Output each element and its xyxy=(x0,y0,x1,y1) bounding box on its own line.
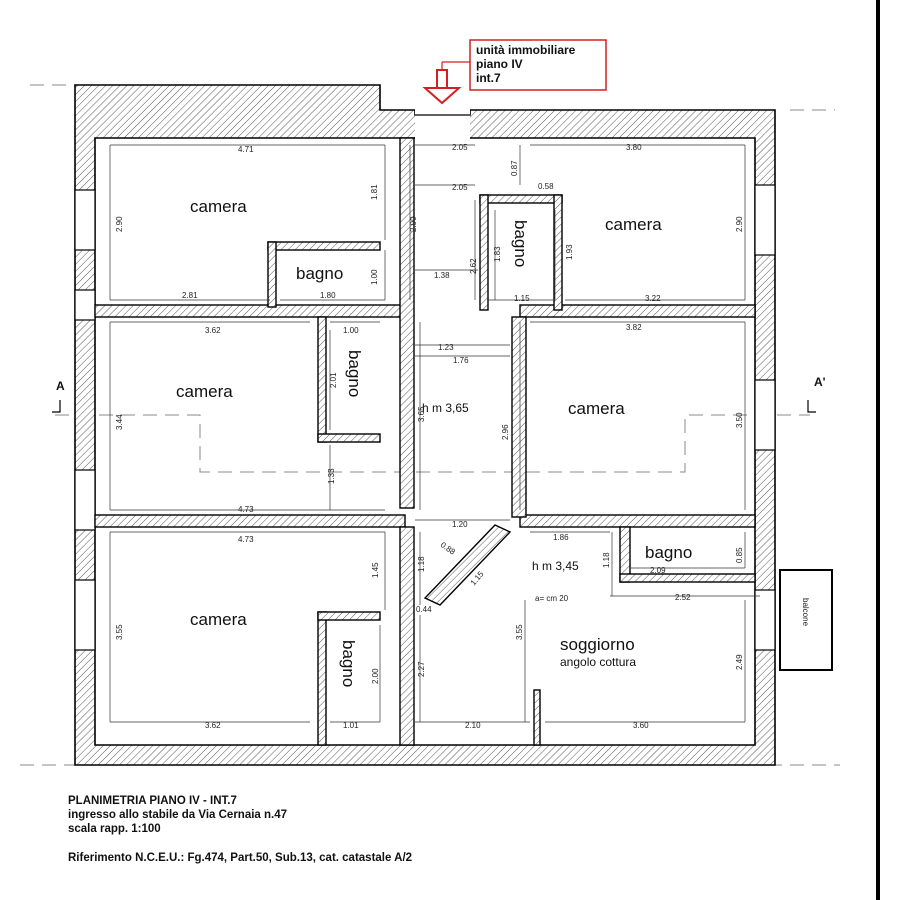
caption-title: PLANIMETRIA PIANO IV - INT.7 xyxy=(68,795,237,807)
room-bagno-bottom-right: bagno xyxy=(645,543,692,562)
dim-label: 2.81 xyxy=(182,291,198,300)
dim-label: 3.62 xyxy=(205,721,221,730)
dim-label: 2.27 xyxy=(417,661,426,677)
room-bagno-top-center: bagno xyxy=(511,220,530,267)
room-soggiorno: soggiorno xyxy=(560,635,635,654)
room-labels: camera camera camera camera camera bagno… xyxy=(176,197,692,687)
caption-scale: scala rapp. 1:100 xyxy=(68,823,161,835)
dim-label: 1.38 xyxy=(434,271,450,280)
unit-label-box: unità immobiliare piano IV int.7 xyxy=(441,39,607,91)
dim-label: 1.81 xyxy=(370,184,379,200)
dim-label: 1.15 xyxy=(514,294,530,303)
dim-label: 3.55 xyxy=(115,624,124,640)
dim-label: 3.82 xyxy=(626,323,642,332)
dim-label: 0.85 xyxy=(735,547,744,563)
dimension-lines xyxy=(109,144,760,723)
dim-label: 2.09 xyxy=(650,566,666,575)
dim-label: 1.18 xyxy=(602,552,611,568)
dim-label: 1.00 xyxy=(343,326,359,335)
window-openings xyxy=(74,184,776,651)
room-bagno-bottom-left: bagno xyxy=(339,640,358,687)
dim-label: 2.52 xyxy=(675,593,691,602)
dim-label: 2.00 xyxy=(371,668,380,684)
unit-label-line3: int.7 xyxy=(476,71,501,85)
room-camera-middle-right: camera xyxy=(568,399,625,418)
room-camera-bottom-left: camera xyxy=(190,610,247,629)
caption-entrance: ingresso allo stabile da Via Cernaia n.4… xyxy=(68,809,288,821)
dim-label: 2.62 xyxy=(469,258,478,274)
dim-label: 1.45 xyxy=(371,562,380,578)
dim-label: 3.80 xyxy=(626,143,642,152)
dim-label: 0.44 xyxy=(416,605,432,614)
dim-label: 4.71 xyxy=(238,145,254,154)
room-bagno-middle-left: bagno xyxy=(345,350,364,397)
room-bagno-top: bagno xyxy=(296,264,343,283)
dim-label: 2.49 xyxy=(735,654,744,670)
section-marker-left: A xyxy=(56,379,65,393)
dim-label: 3.50 xyxy=(735,412,744,428)
dim-label: 1.23 xyxy=(438,343,454,352)
dim-label: 1.86 xyxy=(553,533,569,542)
dim-label: 1.18 xyxy=(417,556,426,572)
dim-label: 3.60 xyxy=(633,721,649,730)
entrance-arrow-icon xyxy=(422,69,462,105)
dim-label: 1.93 xyxy=(565,244,574,260)
dim-label: 3.44 xyxy=(115,414,124,430)
room-camera-top-right: camera xyxy=(605,215,662,234)
balcony-outline xyxy=(779,569,833,671)
dim-label: 1.83 xyxy=(493,246,502,262)
section-marker-right: A' xyxy=(814,375,826,389)
room-camera-middle-left: camera xyxy=(176,382,233,401)
dim-label: 0.58 xyxy=(538,182,554,191)
height-living: h m 3,45 xyxy=(532,559,579,573)
dim-label: 2.10 xyxy=(465,721,481,730)
dim-label: 1.76 xyxy=(453,356,469,365)
balcony-label: balcone xyxy=(801,598,810,627)
dim-label: 1.33 xyxy=(327,468,336,484)
site-lines xyxy=(20,84,840,766)
dim-label: 2.96 xyxy=(501,424,510,440)
dim-label: 3.55 xyxy=(515,624,524,640)
dim-label: 1.00 xyxy=(370,269,379,285)
dim-label: 2.90 xyxy=(409,216,418,232)
dim-label: 4.73 xyxy=(238,505,254,514)
dim-label: 3.22 xyxy=(645,294,661,303)
unit-label-line2: piano IV xyxy=(476,57,523,71)
dim-label: 2.90 xyxy=(115,216,124,232)
height-corridor: h m 3,65 xyxy=(422,401,469,415)
dim-label: 4.73 xyxy=(238,535,254,544)
dim-label: 2.05 xyxy=(452,183,468,192)
dim-label: 3.65 xyxy=(417,406,426,422)
room-angolo-cottura: angolo cottura xyxy=(560,655,636,669)
dim-label: 0.88 xyxy=(439,540,457,557)
entrance-door xyxy=(415,108,470,140)
room-camera-top-left: camera xyxy=(190,197,247,216)
dim-label: 1.20 xyxy=(452,520,468,529)
dim-label: 2.90 xyxy=(735,216,744,232)
dim-label: 3.62 xyxy=(205,326,221,335)
sill-height: a= cm 20 xyxy=(535,594,569,603)
section-markers: A A' xyxy=(52,375,826,413)
interior-walls xyxy=(94,137,756,746)
dim-label: 2.05 xyxy=(452,143,468,152)
dim-label: 1.80 xyxy=(320,291,336,300)
dim-label: 1.01 xyxy=(343,721,359,730)
dim-label: 2.01 xyxy=(329,372,338,388)
dim-label: 0.87 xyxy=(510,160,519,176)
sheet-border xyxy=(876,0,880,900)
caption-reference: Riferimento N.C.E.U.: Fg.474, Part.50, S… xyxy=(68,852,413,864)
unit-label-line1: unità immobiliare xyxy=(476,43,576,57)
